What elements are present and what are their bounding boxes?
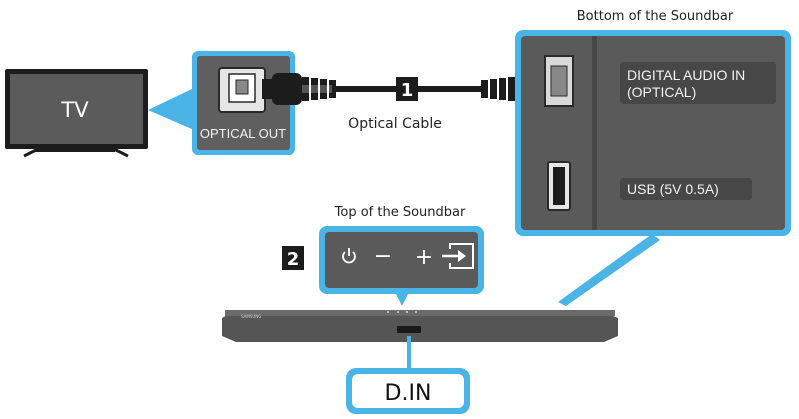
display-callout-line xyxy=(407,336,411,370)
display-readout-text: D.IN xyxy=(385,381,432,406)
digital-audio-in-label: DIGITAL AUDIO IN xyxy=(627,67,745,83)
volume-up-button[interactable]: + xyxy=(415,245,433,270)
bottom-panel-title: Bottom of the Soundbar xyxy=(577,9,734,24)
cable-label: Optical Cable xyxy=(348,116,442,132)
tv-label: TV xyxy=(60,98,89,122)
volume-down-button[interactable]: − xyxy=(374,244,392,269)
soundbar: SAMSUNG xyxy=(222,310,618,342)
optical-out-label: OPTICAL OUT xyxy=(200,126,286,141)
tv-callout xyxy=(148,88,194,130)
step-2-number: 2 xyxy=(287,249,300,270)
brand-logo: SAMSUNG xyxy=(241,314,261,319)
display-readout: D.IN xyxy=(346,368,470,414)
step-1-number: 1 xyxy=(401,80,414,101)
source-input-icon[interactable] xyxy=(442,243,474,269)
bottom-panel-callout xyxy=(558,234,660,306)
usb-label: USB (5V 0.5A) xyxy=(627,181,719,197)
power-icon[interactable] xyxy=(342,248,356,264)
digital-audio-in-sublabel: (OPTICAL) xyxy=(627,84,696,100)
top-button-dots xyxy=(387,311,417,313)
optical-cable: 1 Optical Cable xyxy=(262,73,555,132)
top-panel: − + xyxy=(319,226,484,294)
tv-optical-port-panel: OPTICAL OUT xyxy=(192,51,295,155)
step-2-badge xyxy=(282,246,304,270)
tv: TV xyxy=(5,69,148,158)
top-panel-title: Top of the Soundbar xyxy=(334,205,466,220)
bottom-panel: DIGITAL AUDIO IN (OPTICAL) USB (5V 0.5A) xyxy=(515,30,791,236)
soundbar-display xyxy=(397,326,421,333)
step-1-badge xyxy=(396,77,418,101)
top-panel-callout xyxy=(396,294,408,306)
